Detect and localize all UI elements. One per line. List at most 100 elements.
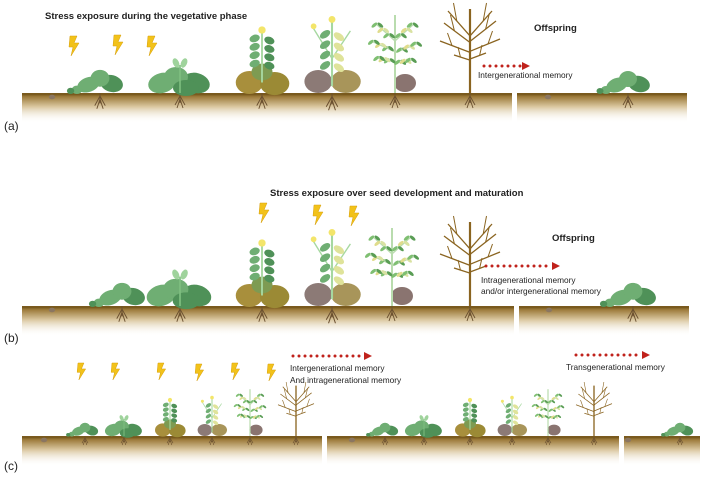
leaf xyxy=(319,243,331,252)
leaf xyxy=(471,413,478,418)
arrow-dot xyxy=(345,354,349,358)
arrow-dot xyxy=(520,264,524,268)
branch xyxy=(580,386,595,402)
twig xyxy=(285,381,289,393)
leaf xyxy=(403,44,409,50)
leaf xyxy=(249,59,260,68)
roots xyxy=(174,306,186,322)
twig xyxy=(487,30,493,45)
flower xyxy=(310,23,317,30)
leaf xyxy=(379,422,391,433)
arrow-dot xyxy=(357,354,361,358)
flower xyxy=(310,236,317,243)
leaf xyxy=(162,402,169,408)
leaf xyxy=(249,247,260,256)
leaf xyxy=(253,396,257,400)
leaf xyxy=(333,245,345,254)
twig xyxy=(447,245,453,259)
soil-strip xyxy=(624,436,700,466)
leaf xyxy=(623,282,643,300)
leaf xyxy=(398,246,404,252)
arrow-dot xyxy=(351,354,355,358)
leaf xyxy=(90,69,110,87)
leaf xyxy=(419,415,424,421)
leaf xyxy=(212,404,219,409)
branch xyxy=(439,40,471,54)
leaf xyxy=(547,424,561,436)
seed-icon xyxy=(48,307,56,313)
roots xyxy=(325,306,339,324)
branch xyxy=(295,392,312,406)
roots xyxy=(676,436,684,446)
leaf xyxy=(242,400,247,404)
arrow-dot xyxy=(321,354,325,358)
leaf xyxy=(172,269,180,280)
leaf xyxy=(424,415,429,421)
leaf xyxy=(249,424,263,436)
branch xyxy=(280,393,297,407)
panel-b-arrow-label-line1: Intragenerational memory xyxy=(481,275,576,285)
arrows-layer xyxy=(291,62,650,360)
leaf xyxy=(71,85,83,95)
leaf xyxy=(396,47,402,53)
flower-bud xyxy=(258,26,266,34)
leaf xyxy=(205,403,212,408)
leaf xyxy=(162,412,169,417)
leaf xyxy=(379,55,385,62)
roots xyxy=(256,93,268,109)
leaf xyxy=(88,300,97,308)
arrow-dot xyxy=(514,264,518,268)
arrow-dot xyxy=(502,264,506,268)
arrow-dot xyxy=(327,354,331,358)
leaf xyxy=(333,255,345,265)
soil-strip xyxy=(327,436,619,466)
twig xyxy=(601,381,605,393)
leaf xyxy=(544,415,549,419)
panel-b-heading: Stress exposure over seed development an… xyxy=(270,188,524,199)
flower-bud xyxy=(167,397,173,403)
leaf xyxy=(550,415,555,419)
leaf xyxy=(233,404,238,408)
leaf xyxy=(333,276,345,286)
leaf xyxy=(552,406,557,411)
arrow-dot xyxy=(622,353,626,357)
leaf xyxy=(264,258,275,266)
twig xyxy=(479,257,483,269)
panel-a-label: (a) xyxy=(4,119,19,133)
leaf xyxy=(173,80,199,96)
plant-icon xyxy=(367,15,423,109)
panel-a-arrow-label: Intergenerational memory xyxy=(478,70,573,80)
branch xyxy=(593,403,613,412)
leaf xyxy=(539,405,544,410)
leaf xyxy=(596,88,604,94)
leaf xyxy=(497,424,512,436)
leaf xyxy=(400,257,406,263)
branch xyxy=(469,233,497,255)
roots xyxy=(590,436,598,446)
plant-icon xyxy=(439,2,501,109)
branch xyxy=(286,412,297,417)
twig xyxy=(582,389,585,399)
roots xyxy=(120,436,128,446)
plant-icon xyxy=(277,381,315,446)
leaf xyxy=(512,409,519,415)
leaf xyxy=(395,33,401,39)
arrow-dot xyxy=(544,264,548,268)
lightning-bolt-icon xyxy=(258,202,270,224)
leaf xyxy=(557,414,562,418)
soil-surface-line xyxy=(22,306,514,309)
leaf xyxy=(412,22,419,28)
leaf xyxy=(172,292,200,310)
branch xyxy=(453,267,471,274)
plant-icon xyxy=(364,228,420,322)
leaf xyxy=(197,424,212,436)
leaf xyxy=(383,33,389,39)
twig xyxy=(301,407,304,414)
branch xyxy=(469,20,497,42)
leaf xyxy=(79,422,91,433)
arrow-dot xyxy=(488,64,492,68)
branch xyxy=(295,386,310,402)
arrow-dot xyxy=(506,64,510,68)
leaf xyxy=(543,407,548,411)
